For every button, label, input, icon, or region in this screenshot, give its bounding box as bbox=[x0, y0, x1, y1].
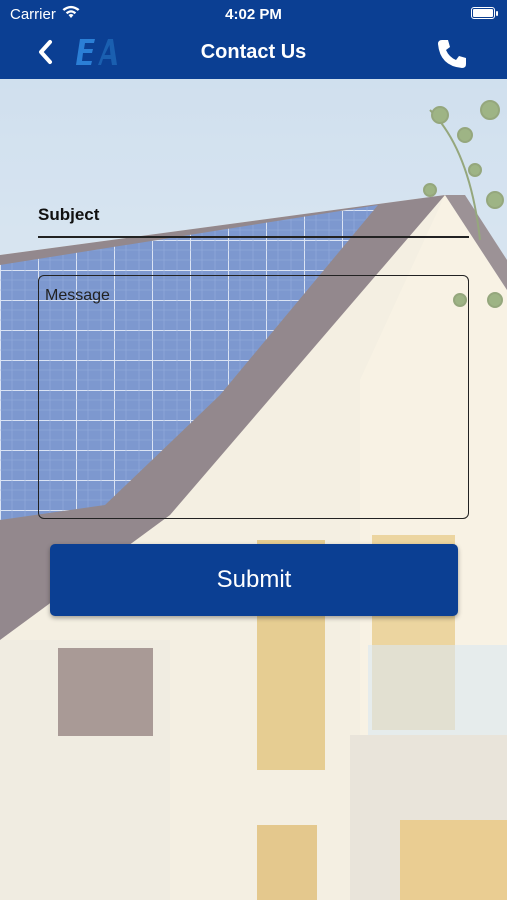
chevron-left-icon[interactable] bbox=[35, 38, 55, 66]
message-placeholder: Message bbox=[45, 287, 110, 304]
status-time: 4:02 PM bbox=[225, 6, 282, 23]
battery-icon bbox=[471, 7, 498, 19]
phone-icon[interactable] bbox=[435, 37, 469, 71]
subject-input-underline[interactable] bbox=[38, 236, 469, 238]
wifi-icon bbox=[62, 5, 80, 18]
message-textarea[interactable]: Message bbox=[38, 275, 469, 519]
page-title: Contact Us bbox=[200, 41, 307, 63]
submit-button[interactable]: Submit bbox=[50, 544, 458, 616]
status-bar: Carrier 4:02 PM bbox=[0, 0, 507, 28]
subject-field-label[interactable]: Subject bbox=[38, 205, 100, 224]
top-bar: Carrier 4:02 PM Contact Us bbox=[0, 0, 507, 79]
carrier-name: Carrier bbox=[10, 6, 56, 23]
background-overlay bbox=[0, 79, 507, 900]
company-logo bbox=[76, 39, 117, 65]
